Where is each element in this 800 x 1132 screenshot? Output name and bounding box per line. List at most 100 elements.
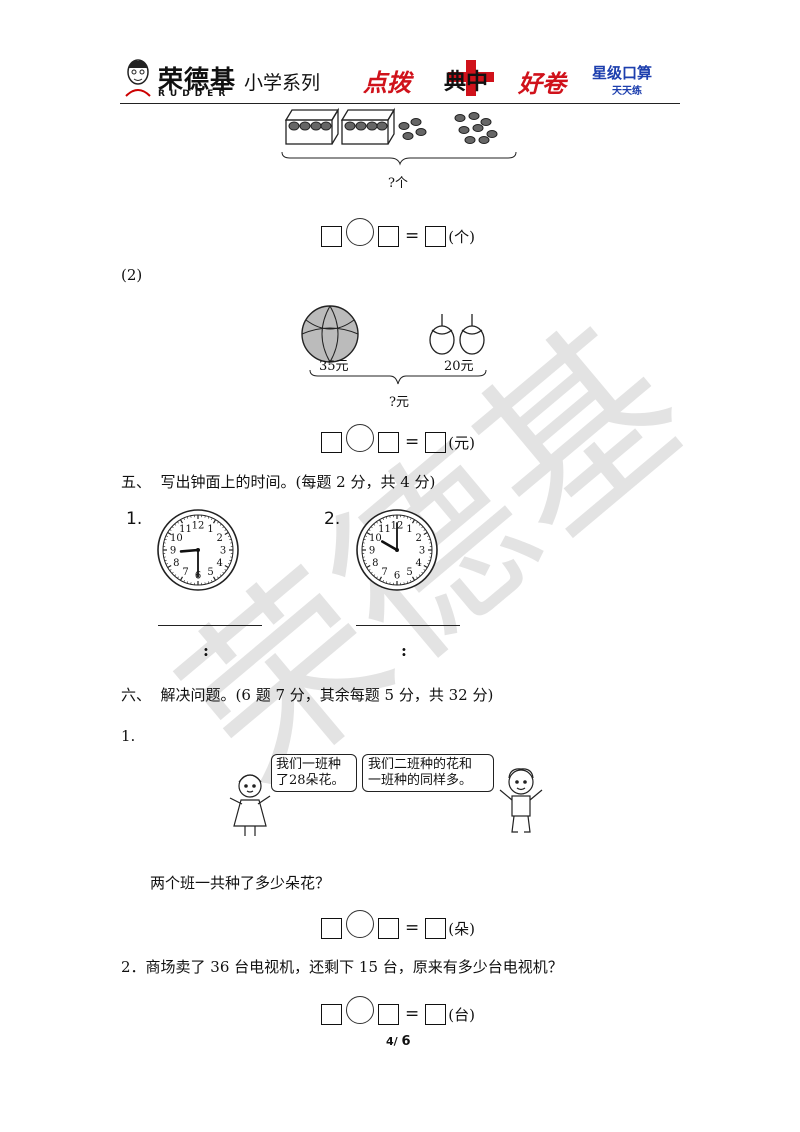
clock-tick [171,571,174,574]
clock-tick [224,564,229,569]
clock-tick [174,574,177,577]
clock-tick [410,580,412,583]
answer-box[interactable] [321,917,342,939]
clock-tick [207,581,210,584]
clock-tick [171,526,174,529]
bubble2-line1: 我们二班种的花和 [368,757,473,772]
page-current: 4 [386,1035,394,1048]
clock-tick [421,571,424,574]
clock-tick [385,581,388,584]
clock-number: 2 [216,533,222,544]
clock-tick [179,576,184,581]
clock-tick [177,576,179,579]
answer-box[interactable] [425,1003,447,1025]
clock-number: 7 [182,567,188,578]
series-name: 小学系列 [244,72,321,94]
answer-box[interactable] [321,431,342,453]
bubble1-line2: 了28朵花。 [276,773,345,788]
clock-tick [222,571,225,574]
clock-tick [368,569,371,571]
bubble1-line1: 我们一班种 [276,757,342,772]
problem1-number: 1. [121,727,136,745]
clock-number: 3 [220,546,226,557]
clock-tick [423,529,426,531]
clock-tick [219,574,222,577]
clock-tick [207,516,210,519]
clock-tick [224,569,227,571]
clock-tick [406,516,409,519]
clock-number: 5 [207,567,213,578]
page-total: 6 [401,1034,411,1049]
clock-tick [378,519,383,524]
problem2-text: 2．商场卖了 36 台电视机，还剩下 15 台，原来有多少台电视机？ [121,958,563,976]
operator-circle[interactable] [346,218,374,246]
clock-tick [364,563,367,565]
clock-tick [164,538,167,541]
clock-tick [423,564,428,569]
clock-tick [186,516,189,519]
clock-center [196,548,200,552]
ball-and-paddles-illustration [301,305,485,363]
logo-dianzhong: 典中 [440,60,500,96]
speech-bubble-2: 我们二班种的花和 一班种的同样多。 [362,754,494,792]
clock-tick [406,581,409,584]
answer-box[interactable] [321,225,342,247]
clock-tick [427,563,430,565]
clock-number: 7 [381,567,387,578]
clock-number: 2 [415,533,421,544]
clock-tick [373,574,376,577]
price-paddles: 20元 [444,359,474,374]
clock-tick [183,580,185,583]
unit-label: (个) [448,227,475,246]
answer-box[interactable] [378,431,399,453]
clock-tick [228,535,231,537]
clock-tick [224,529,227,531]
clock-tick [428,538,431,541]
clock-tick [179,519,184,524]
answer-line-1[interactable] [158,625,262,626]
clock-tick [373,523,376,526]
clock-tick [428,559,431,562]
clock-tick [174,523,177,526]
clock-tick [416,576,418,579]
answer-line-2[interactable] [356,625,460,626]
clock-tick [423,569,426,571]
clock-number: 8 [173,558,179,569]
clock-tick [376,521,378,524]
clock-tick [165,535,168,537]
clock-tick [368,529,371,531]
clock-tick [169,529,172,531]
clock-tick [416,521,418,524]
answer-box[interactable] [378,225,399,247]
page-separator: / [393,1035,398,1048]
clock-tick [211,517,213,520]
clock-tick [363,559,366,562]
q2-brace [309,369,487,385]
price-ball: 35元 [319,359,349,374]
clock-tick [212,576,217,581]
logo-dianbo: 点拨 [363,69,411,97]
clock-number: 5 [406,567,412,578]
logo-haojuan: 好卷 [518,70,566,98]
clock2-label: 2. [324,509,341,529]
clock-tick [366,564,371,569]
brand-sub: RUDDER [158,89,231,99]
clock-tick [167,531,172,536]
answer-box[interactable] [321,1003,342,1025]
clock-number: 1 [207,524,213,535]
clock-number: 3 [419,546,425,557]
girl-illustration [229,774,271,836]
answer-box[interactable] [425,431,447,453]
operator-circle[interactable] [346,910,374,938]
answer-box[interactable] [378,1003,399,1025]
answer-box[interactable] [425,917,447,939]
answer-box[interactable] [378,917,399,939]
mascot-logo [125,59,151,97]
operator-circle[interactable] [346,996,374,1024]
answer-box[interactable] [425,225,447,247]
q1-equation: = (个) [321,218,475,248]
problem2-equation: = (台) [321,996,475,1026]
clock-tick [229,538,232,541]
operator-circle[interactable] [346,424,374,452]
clock-tick [186,581,189,584]
